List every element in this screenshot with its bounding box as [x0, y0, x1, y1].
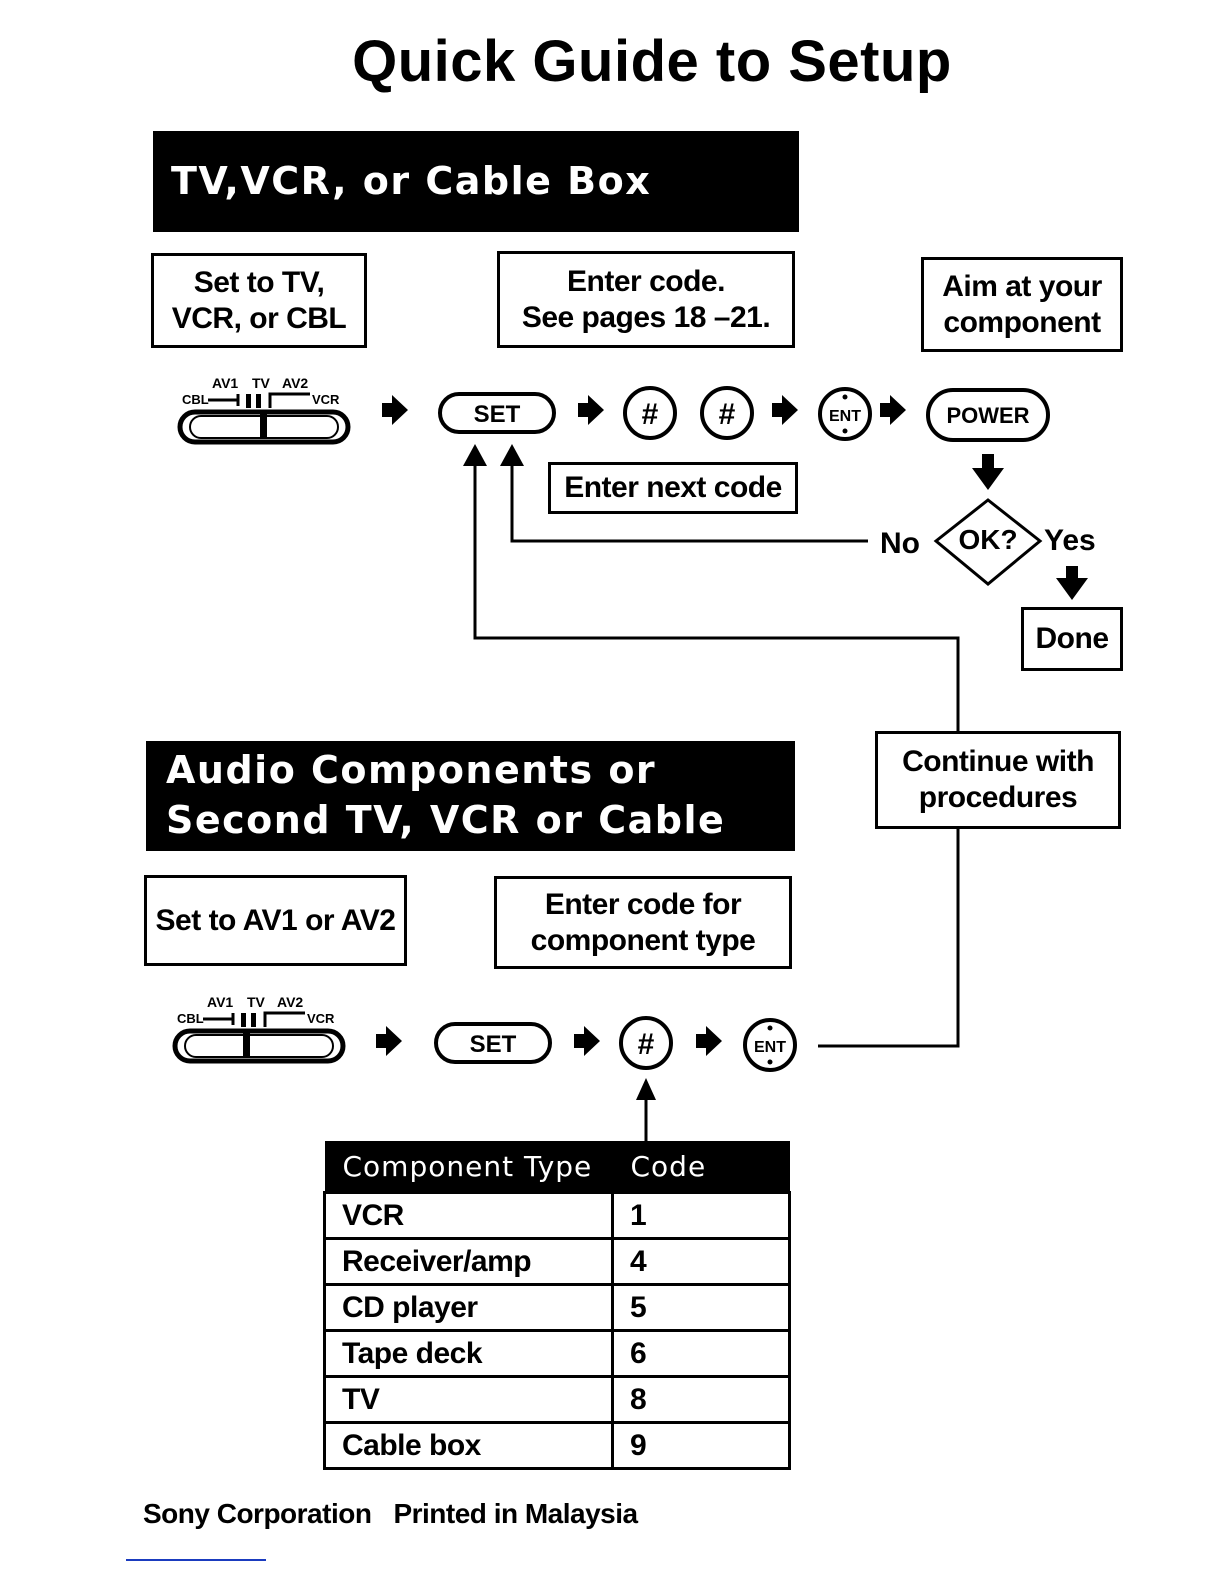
svg-text:SET: SET — [470, 1031, 517, 1058]
footer: Sony Corporation Printed in Malaysia — [143, 1498, 660, 1530]
svg-text:TV: TV — [252, 375, 271, 391]
step-set-tv-vcr-cbl: Set to TV,VCR, or CBL — [151, 253, 367, 348]
svg-text:AV2: AV2 — [277, 994, 303, 1010]
hash-button-1: # — [623, 386, 677, 440]
page-title: Quick Guide to Setup — [352, 29, 952, 94]
power-button: POWER — [926, 388, 1050, 442]
up-arrow-continue — [463, 444, 487, 466]
svg-text:OK?: OK? — [958, 524, 1017, 555]
svg-text:VCR: VCR — [307, 1011, 335, 1026]
svg-text:CBL: CBL — [182, 392, 209, 407]
hash-button-2: # — [700, 386, 754, 440]
no-label: No — [880, 527, 920, 560]
section-header-audio-components: Audio Components or Second TV, VCR or Ca… — [146, 741, 795, 892]
svg-text:AV2: AV2 — [282, 375, 308, 391]
footer-company: Sony Corporation — [143, 1498, 372, 1529]
section-header-line-1: Audio Components or — [166, 748, 657, 792]
footer-printed: Printed in Malaysia — [393, 1498, 638, 1529]
step-set-av1-av2: Set to AV1 or AV2 — [144, 875, 407, 966]
svg-text:#: # — [642, 398, 659, 431]
mode-switch-1: AV1 TV AV2 CBL VCR — [177, 375, 351, 445]
ok-decision: OK? — [933, 498, 1043, 586]
column-header-code: Code — [612, 1141, 790, 1193]
ent-button: ENT — [818, 387, 872, 441]
section-header-tv-vcr-cable: TV,VCR, or Cable Box — [153, 131, 799, 232]
svg-text:TV: TV — [247, 994, 266, 1010]
svg-text:ENT: ENT — [829, 408, 861, 425]
enter-next-code-box: Enter next code — [548, 462, 798, 514]
yes-label: Yes — [1044, 524, 1096, 557]
hash-button-3: # — [619, 1016, 673, 1070]
svg-text:POWER: POWER — [946, 403, 1029, 428]
section-header-label: TV,VCR, or Cable Box — [171, 159, 652, 203]
done-box: Done — [1021, 607, 1123, 671]
column-header-component-type: Component Type — [324, 1141, 613, 1193]
ent-button-2: ENT — [743, 1018, 797, 1072]
step-enter-code: Enter code.See pages 18 –21. — [497, 251, 795, 348]
up-arrow-table — [636, 1078, 656, 1100]
svg-text:CBL: CBL — [177, 1011, 204, 1026]
down-arrow-power — [972, 454, 1004, 490]
up-arrow-no — [500, 444, 524, 466]
section-header-line-2: Second TV, VCR or Cable Box — [166, 798, 726, 892]
down-arrow-yes — [1056, 566, 1088, 600]
svg-text:AV1: AV1 — [207, 994, 233, 1010]
svg-text:AV1: AV1 — [212, 375, 238, 391]
svg-text:SET: SET — [474, 401, 521, 428]
svg-text:ENT: ENT — [754, 1039, 786, 1056]
svg-text:#: # — [719, 398, 736, 431]
svg-text:#: # — [638, 1028, 655, 1061]
set-button-2: SET — [434, 1022, 552, 1064]
mode-switch-2: AV1 TV AV2 CBL VCR — [172, 994, 346, 1064]
no-loop-line — [510, 466, 868, 543]
set-button: SET — [438, 392, 556, 434]
continue-loop-line — [473, 466, 960, 1048]
svg-text:VCR: VCR — [312, 392, 340, 407]
